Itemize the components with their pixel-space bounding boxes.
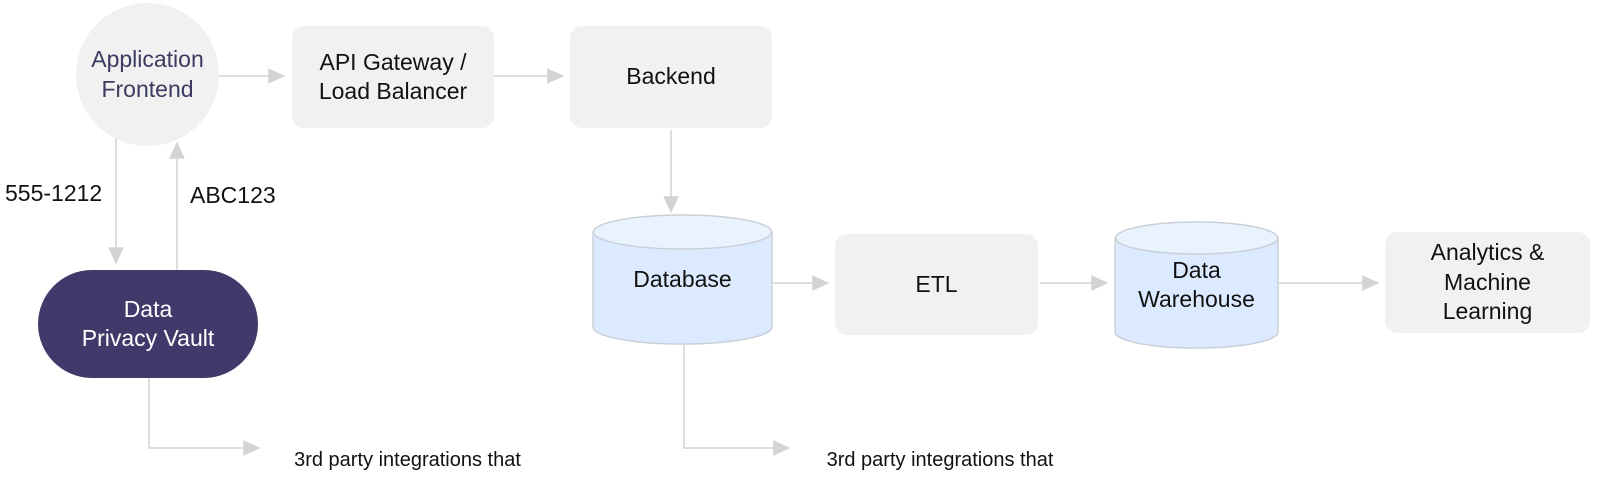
- node-data-warehouse-label: Data Warehouse: [1138, 256, 1255, 312]
- node-backend[interactable]: Backend: [570, 26, 772, 128]
- node-backend-label: Backend: [626, 63, 716, 90]
- node-database[interactable]: Database: [592, 214, 773, 345]
- edge-database-to-third-party-non-sensitive: [683, 345, 791, 456]
- node-analytics-machine-learning[interactable]: Analytics & Machine Learning: [1385, 232, 1590, 333]
- node-data-privacy-vault[interactable]: Data Privacy Vault: [38, 270, 258, 378]
- node-etl-label: ETL: [915, 270, 958, 297]
- node-etl[interactable]: ETL: [835, 234, 1038, 335]
- caption-third-party-non-sensitive: 3rd party integrations that need non-sen…: [795, 420, 1085, 484]
- caption-third-party-sensitive: 3rd party integrations that need sensiti…: [265, 420, 550, 484]
- cylinder-shape: [1114, 221, 1279, 349]
- node-application-frontend-label: Application Frontend: [91, 46, 204, 102]
- edge-label-token-value: ABC123: [190, 182, 276, 208]
- node-database-label: Database: [633, 265, 732, 292]
- node-data-warehouse[interactable]: Data Warehouse: [1114, 221, 1279, 349]
- cylinder-shape: [592, 214, 773, 345]
- edge-vault-to-third-party-sensitive: [148, 378, 261, 456]
- edge-label-sensitive-value: 555-1212: [5, 180, 103, 206]
- node-api-gateway[interactable]: API Gateway / Load Balancer: [292, 26, 494, 128]
- caption-non-sensitive-line1: 3rd party integrations that: [826, 449, 1054, 471]
- node-analytics-machine-learning-label: Analytics & Machine Learning: [1430, 239, 1545, 325]
- node-application-frontend[interactable]: Application Frontend: [76, 3, 219, 146]
- caption-sensitive-line1: 3rd party integrations that: [294, 449, 521, 471]
- node-data-privacy-vault-label: Data Privacy Vault: [81, 295, 215, 351]
- node-api-gateway-label: API Gateway / Load Balancer: [318, 48, 468, 104]
